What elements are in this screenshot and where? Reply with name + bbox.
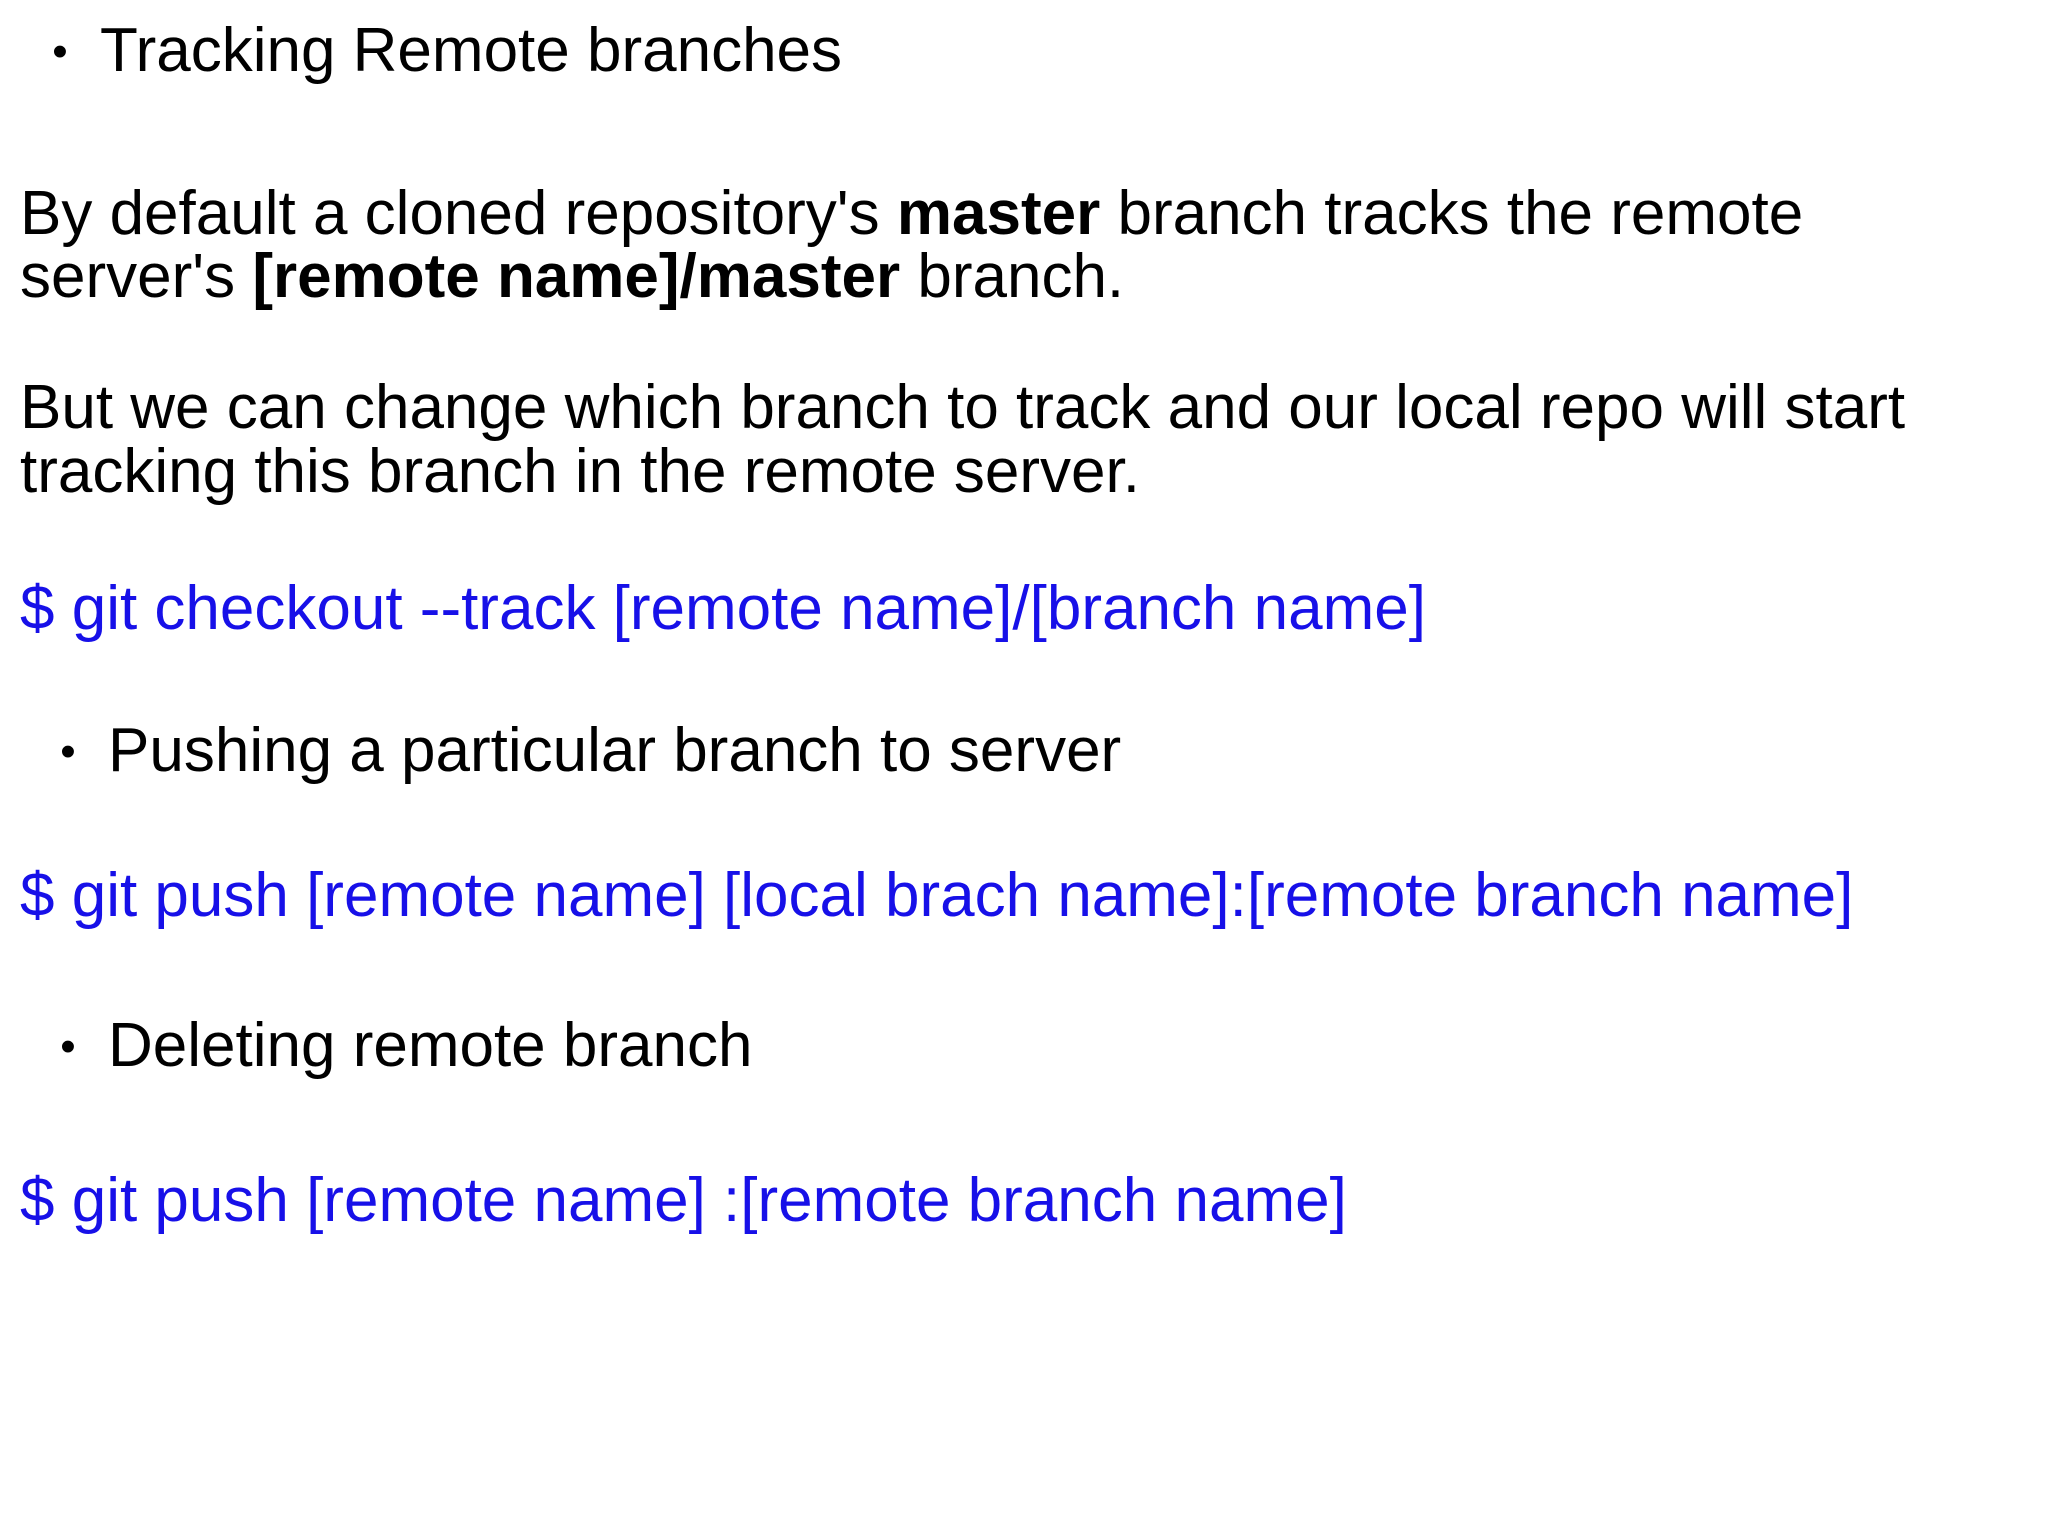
paragraph-default-bold-remote-master: [remote name]/master <box>252 242 901 312</box>
bullet-deleting-branch: • Deleting remote branch <box>20 1015 2010 1077</box>
bullet-tracking-remote-branches: • Tracking Remote branches <box>20 20 2010 82</box>
paragraph-default-bold-master: master <box>896 179 1101 248</box>
paragraph-change-tracking: But we can change which branch to track … <box>20 373 1906 506</box>
command-git-push-delete: $ git push [remote name] :[remote branch… <box>20 1166 1347 1236</box>
paragraph-default-part2: branch tracks the remote server's <box>20 179 1804 312</box>
bullet-pushing-label: Pushing a particular branch to server <box>108 716 1122 786</box>
command-git-checkout-track: $ git checkout --track [remote name]/[br… <box>20 573 1426 643</box>
paragraph-default-part1: By default a cloned repository's <box>20 179 897 248</box>
spacer <box>20 308 2010 376</box>
paragraph-default-part3: branch. <box>900 242 1125 312</box>
bullet-tracking-label: Tracking Remote branches <box>100 16 843 85</box>
bullet-marker-icon: • <box>60 727 76 777</box>
spacer <box>20 1077 2010 1169</box>
spacer <box>20 640 2010 720</box>
bullet-marker-icon: • <box>60 1022 76 1072</box>
bullet-pushing-branch: • Pushing a particular branch to server <box>20 720 2010 782</box>
slide-content: • Tracking Remote branches By default a … <box>20 20 2010 1233</box>
paragraph-default-tracking: By default a cloned repository's master … <box>20 179 1920 312</box>
command-git-push-branch: $ git push [remote name] [local brach na… <box>20 861 1854 931</box>
bullet-deleting-label: Deleting remote branch <box>108 1011 753 1081</box>
spacer <box>20 927 2010 1015</box>
spacer <box>20 782 2010 864</box>
bullet-marker-icon: • <box>52 27 68 76</box>
spacer <box>20 503 2010 577</box>
spacer <box>20 82 2010 182</box>
